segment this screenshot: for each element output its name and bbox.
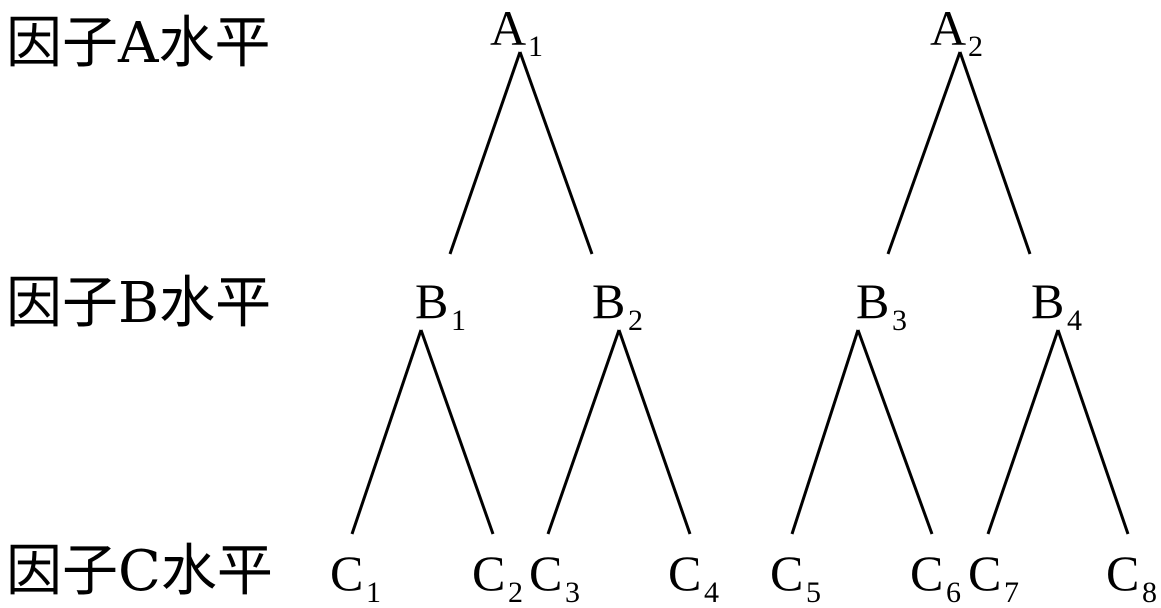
node-c7: C 7: [968, 545, 1019, 608]
row-label-factor-a: 因子A水平: [6, 11, 270, 76]
node-c1-letter: C: [330, 545, 363, 601]
node-c4: C 4: [668, 545, 719, 608]
node-b3: B 3: [856, 273, 907, 337]
node-c8-letter: C: [1106, 545, 1139, 601]
edge-a2-b4: [958, 51, 1032, 255]
node-b2-subscript: 2: [628, 304, 643, 337]
node-c6: C 6: [910, 545, 961, 608]
node-c1: C 1: [330, 545, 381, 608]
node-c8-subscript: 8: [1142, 576, 1157, 608]
node-a1-subscript: 1: [528, 30, 543, 63]
edge-a2-b3: [886, 51, 962, 255]
node-c5-letter: C: [770, 545, 803, 601]
edge-b3-c6: [856, 329, 934, 535]
node-c8: C 8: [1106, 545, 1157, 608]
node-c2: C 2: [472, 545, 523, 608]
edge-a1-b1: [448, 51, 522, 255]
node-a1-letter: A: [490, 0, 526, 56]
edge-b2-c3: [546, 329, 621, 535]
node-c2-subscript: 2: [508, 576, 523, 608]
node-b2-letter: B: [592, 273, 625, 329]
edge-b2-c4: [617, 329, 692, 535]
node-b1-subscript: 1: [451, 304, 466, 337]
edge-b1-c1: [350, 329, 423, 535]
node-c7-letter: C: [968, 545, 1001, 601]
node-c2-letter: C: [472, 545, 505, 601]
node-c4-letter: C: [668, 545, 701, 601]
tree-edges: [350, 51, 1130, 535]
node-a2-letter: A: [930, 0, 966, 56]
node-b4-subscript: 4: [1067, 304, 1082, 337]
node-c4-subscript: 4: [704, 576, 719, 608]
node-b4-letter: B: [1031, 273, 1064, 329]
edge-b4-c8: [1056, 329, 1130, 535]
node-b2: B 2: [592, 273, 643, 337]
node-a2: A 2: [930, 0, 983, 63]
node-c6-letter: C: [910, 545, 943, 601]
node-b3-letter: B: [856, 273, 889, 329]
node-c7-subscript: 7: [1004, 576, 1019, 608]
node-a2-subscript: 2: [968, 30, 983, 63]
edge-a1-b2: [518, 51, 594, 255]
row-label-factor-c: 因子C水平: [6, 539, 273, 604]
node-b3-subscript: 3: [892, 304, 907, 337]
edge-b4-c7: [986, 329, 1060, 535]
edge-b3-c5: [790, 329, 860, 535]
node-c3-letter: C: [529, 545, 562, 601]
edge-b1-c2: [419, 329, 495, 535]
node-c5: C 5: [770, 545, 821, 608]
node-c1-subscript: 1: [366, 576, 381, 608]
row-label-factor-b: 因子B水平: [6, 271, 271, 336]
node-c3: C 3: [529, 545, 580, 608]
node-a1: A 1: [490, 0, 543, 63]
node-b1-letter: B: [415, 273, 448, 329]
node-c6-subscript: 6: [946, 576, 961, 608]
node-b4: B 4: [1031, 273, 1082, 337]
node-c5-subscript: 5: [806, 576, 821, 608]
node-c3-subscript: 3: [565, 576, 580, 608]
node-b1: B 1: [415, 273, 466, 337]
